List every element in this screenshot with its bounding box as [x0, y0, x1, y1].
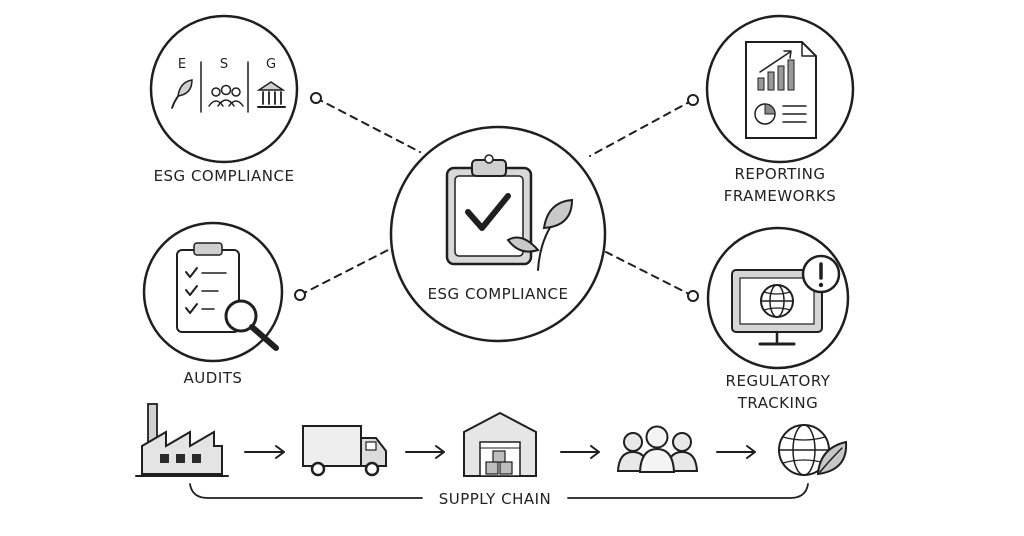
supply-bracket-right	[567, 483, 809, 499]
arrow-icon	[244, 445, 285, 459]
reporting-label-line1: REPORTING	[734, 165, 825, 183]
regulatory-label-line2: TRACKING	[737, 394, 819, 412]
connector-reporting	[589, 99, 694, 157]
globe-leaf-icon	[778, 424, 848, 476]
leaf-icon	[171, 79, 193, 109]
letter-g: G	[266, 57, 276, 72]
checklist-magnifier-icon	[176, 242, 279, 351]
supply-bracket-left	[189, 483, 423, 499]
connector-dot-audits	[294, 289, 306, 301]
connector-dot-reporting	[687, 94, 699, 106]
audits-label: AUDITS	[184, 369, 243, 387]
arrow-icon	[716, 445, 756, 459]
esg-label: ESG COMPLIANCE	[154, 167, 295, 185]
arrow-icon	[405, 445, 445, 459]
node-reporting: REPORTING FRAMEWORKS	[705, 14, 855, 205]
report-chart-icon	[745, 41, 817, 139]
connector-esg	[315, 97, 421, 153]
letter-s: S	[220, 57, 228, 72]
regulatory-label-line1: REGULATORY	[726, 372, 831, 390]
node-regulatory: REGULATORY TRACKING	[706, 226, 850, 412]
people-group-icon	[616, 425, 699, 473]
reporting-label-line2: FRAMEWORKS	[724, 187, 837, 205]
connector-regulatory	[605, 251, 694, 297]
clipboard-check-leaf-icon	[445, 154, 574, 271]
supply-chain-label: SUPPLY CHAIN	[439, 490, 552, 508]
factory-icon	[135, 403, 229, 477]
letter-e: E	[178, 57, 186, 72]
people-icon	[208, 84, 244, 107]
node-audits: AUDITS	[142, 221, 284, 387]
connector-dot-esg	[310, 92, 322, 104]
bank-icon	[256, 81, 286, 108]
node-esg: E S G ESG COMPLIANCE	[149, 14, 299, 185]
connector-audits	[299, 247, 393, 296]
center-label: ESG COMPLIANCE	[428, 285, 569, 303]
truck-icon	[302, 425, 387, 477]
warehouse-icon	[463, 411, 537, 477]
center-node: ESG COMPLIANCE	[389, 125, 607, 343]
monitor-globe-alert-icon	[731, 254, 841, 346]
connectors	[294, 92, 699, 302]
supply-chain: SUPPLY CHAIN	[135, 403, 848, 508]
connector-dot-regulatory	[687, 290, 699, 302]
arrow-icon	[560, 445, 600, 459]
